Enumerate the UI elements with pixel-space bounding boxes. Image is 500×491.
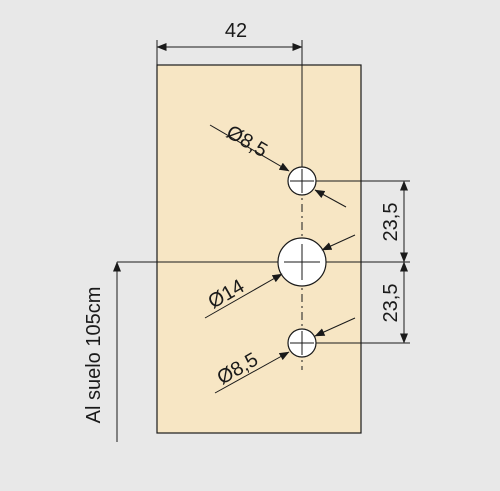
spacing-top-label: 23,5 xyxy=(380,203,402,242)
top-hole-leader-in xyxy=(209,124,290,172)
floor-height-label: Al suelo 105cm xyxy=(83,287,105,424)
middle-hole-leader-out xyxy=(321,234,356,251)
top-hole-leader-out xyxy=(314,189,347,208)
spacing-dimensions: 23,5 23,5 xyxy=(316,180,410,344)
bottom-hole-leader-out xyxy=(314,317,356,337)
door-panel xyxy=(156,64,362,434)
floor-height-indicator: Al suelo 105cm xyxy=(83,261,121,442)
width-label: 42 xyxy=(225,20,247,42)
bottom-hole-leader-in xyxy=(214,351,290,394)
middle-hole-leader-in xyxy=(204,273,283,319)
spacing-bottom-label: 23,5 xyxy=(380,284,402,323)
width-dimension: 42 xyxy=(156,20,303,172)
